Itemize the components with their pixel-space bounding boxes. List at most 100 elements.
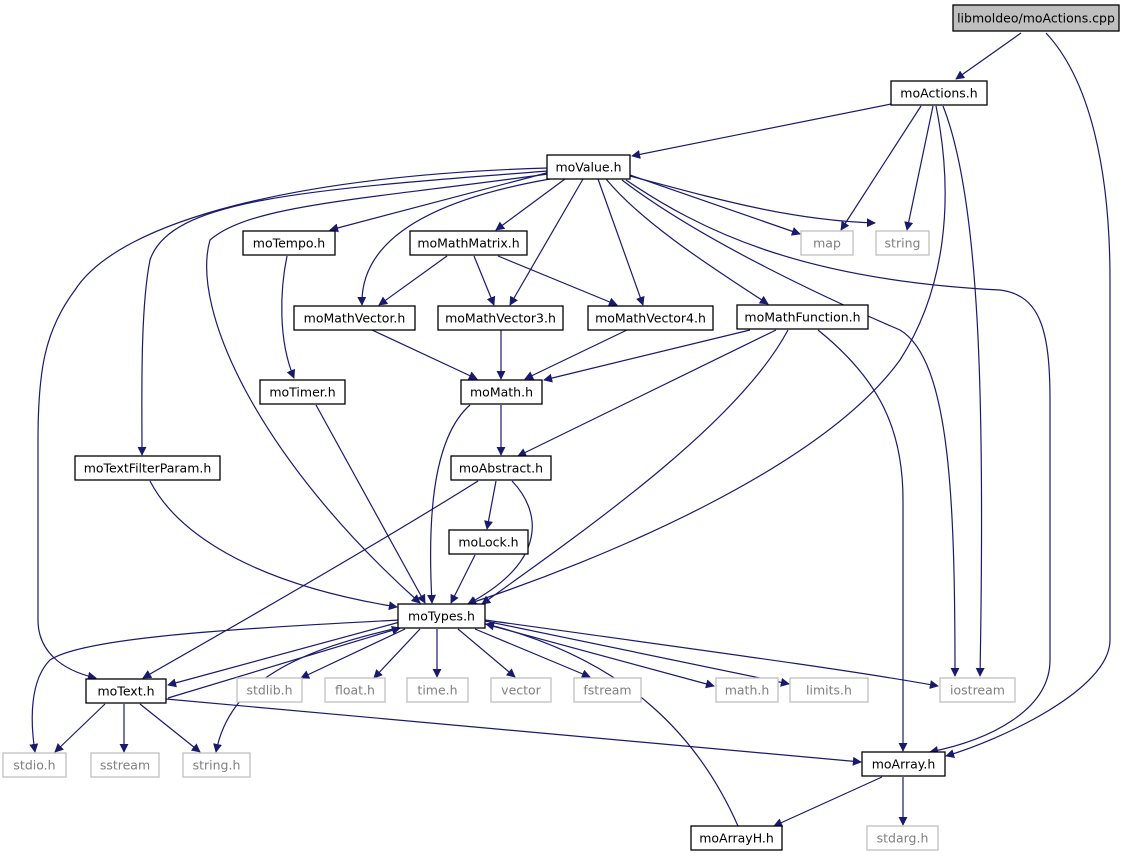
edge-moMathFunction-to-moMath — [543, 329, 751, 383]
edge-moActions-to-string — [904, 105, 934, 231]
node-label: moTimer.h — [269, 385, 335, 400]
external-header-time: time.h — [406, 677, 469, 703]
edge-moValue-to-moTempo — [329, 171, 551, 233]
file-node-moTempo[interactable]: moTempo.h — [242, 230, 336, 256]
file-node-moTimer[interactable]: moTimer.h — [259, 379, 346, 405]
file-node-moTypes[interactable]: moTypes.h — [397, 603, 486, 629]
node-label: libmoldeo/moActions.cpp — [957, 11, 1115, 26]
file-node-moMathVector[interactable]: moMathVector.h — [293, 305, 416, 331]
node-label: time.h — [417, 683, 457, 698]
edge-moMathMatrix-to-moMathVector3 — [473, 255, 496, 306]
edge-moTypes-to-stdlib — [300, 628, 406, 679]
file-node-moMathFunction[interactable]: moMathFunction.h — [736, 304, 869, 330]
file-node-moText[interactable]: moText.h — [85, 678, 167, 704]
node-label: moArray.h — [872, 757, 936, 772]
node-label: moMathVector.h — [304, 311, 406, 326]
edge-moValue-to-string — [629, 175, 876, 228]
node-label: vector — [501, 683, 542, 698]
file-node-moMathVector4[interactable]: moMathVector4.h — [587, 305, 714, 331]
edge-moValue-to-moMathFunction — [605, 178, 769, 305]
external-header-string: string — [875, 230, 930, 256]
external-header-iostream: iostream — [939, 677, 1016, 703]
node-label: stdio.h — [13, 758, 55, 773]
edge-moTypes-to-iostream — [484, 619, 939, 689]
external-header-fstream: fstream — [573, 677, 642, 703]
external-header-stdlib: stdlib.h — [236, 677, 303, 703]
edge-moAbstract-to-moTypes — [467, 480, 533, 605]
file-node-moTextFilterParam[interactable]: moTextFilterParam.h — [74, 455, 221, 481]
external-header-limits: limits.h — [789, 677, 869, 703]
file-node-moLock[interactable]: moLock.h — [448, 529, 529, 555]
file-node-moMathMatrix[interactable]: moMathMatrix.h — [409, 230, 528, 256]
edge-moTempo-to-moTimer — [281, 255, 296, 379]
edge-moValue-to-moTypes — [206, 173, 549, 604]
external-header-map: map — [800, 230, 854, 256]
node-label: moTempo.h — [253, 236, 325, 251]
edge-moTypes-to-float — [373, 628, 421, 679]
edge-moTypes-to-moText — [167, 621, 401, 688]
file-node-moMath[interactable]: moMath.h — [460, 379, 543, 405]
node-label: moMathFunction.h — [744, 310, 860, 325]
edge-moActions-to-map — [840, 105, 922, 231]
edge-moActions-to-moValue — [631, 103, 892, 159]
external-header-stringh: string.h — [182, 752, 251, 778]
node-label: moMath.h — [470, 385, 533, 400]
edge-moValue-to-moArray — [625, 179, 1051, 755]
node-label: stdarg.h — [877, 831, 929, 846]
external-header-vector: vector — [490, 677, 552, 703]
edge-moAbstract-to-moLock — [484, 480, 497, 530]
node-label: stdlib.h — [246, 683, 292, 698]
node-label: string.h — [193, 758, 241, 773]
edge-root-to-moArray — [945, 32, 1111, 759]
edge-moTypes-to-limits — [484, 620, 790, 687]
edge-moValue-to-moText — [37, 167, 549, 681]
node-label: moLock.h — [458, 535, 518, 550]
edge-moMathFunction-to-moArray — [817, 329, 908, 752]
edge-moMathVector-to-moMath — [371, 329, 478, 380]
node-label: fstream — [583, 683, 631, 698]
edge-moText-to-stdio — [54, 703, 106, 753]
edge-moLock-to-moTypes — [450, 554, 476, 604]
node-label: math.h — [725, 683, 770, 698]
edge-moTypes-to-vector — [457, 628, 516, 678]
edge-moMathMatrix-to-moMathVector4 — [497, 255, 618, 307]
edge-moValue-to-moTextFilterParam — [137, 170, 549, 456]
edge-moText-to-moTypes — [167, 626, 401, 699]
edge-moArray-to-moArrayH — [773, 776, 883, 827]
external-header-mathh: math.h — [715, 677, 779, 703]
file-node-moArrayH[interactable]: moArrayH.h — [690, 825, 783, 851]
node-label: moTypes.h — [408, 609, 475, 624]
node-label: float.h — [335, 683, 375, 698]
file-node-moAbstract[interactable]: moAbstract.h — [450, 455, 552, 481]
edge-moTextFilterParam-to-moTypes — [149, 480, 398, 611]
node-label: moArrayH.h — [699, 831, 774, 846]
edge-moMathFunction-to-moTypes — [481, 329, 789, 605]
edge-moActions-to-moTypes — [467, 105, 946, 606]
file-node-moArray[interactable]: moArray.h — [861, 751, 946, 777]
edge-moValue-to-moMathVector — [357, 178, 551, 306]
edge-moMathVector4-to-moMath — [524, 329, 628, 380]
node-label: string — [885, 236, 921, 251]
edge-moActions-to-iostream — [942, 105, 985, 677]
node-label: sstream — [100, 758, 150, 773]
external-header-stdarg: stdarg.h — [866, 825, 939, 851]
edge-moText-to-moArray — [165, 698, 862, 766]
edge-moAbstract-to-moText — [142, 480, 479, 679]
file-node-moMathVector3[interactable]: moMathVector3.h — [437, 305, 564, 331]
node-label: moActions.h — [900, 86, 977, 101]
node-label: limits.h — [806, 683, 852, 698]
file-node-moValue[interactable]: moValue.h — [546, 154, 631, 180]
edge-moText-to-stringh — [139, 703, 201, 753]
file-node-moActions[interactable]: moActions.h — [890, 80, 988, 106]
external-header-float: float.h — [324, 677, 386, 703]
edge-root-to-moActions — [955, 32, 1022, 80]
edge-moValue-to-moMathMatrix — [495, 178, 566, 231]
node-label: moAbstract.h — [459, 461, 543, 476]
edge-moValue-to-moMathVector4 — [597, 178, 645, 306]
node-label: moMathMatrix.h — [417, 236, 519, 251]
edge-moTypes-to-stringh — [213, 626, 403, 753]
node-label: moValue.h — [555, 160, 621, 175]
edge-moArrayH-to-moTypes — [485, 621, 739, 827]
edge-moValue-to-iostream — [621, 179, 960, 677]
